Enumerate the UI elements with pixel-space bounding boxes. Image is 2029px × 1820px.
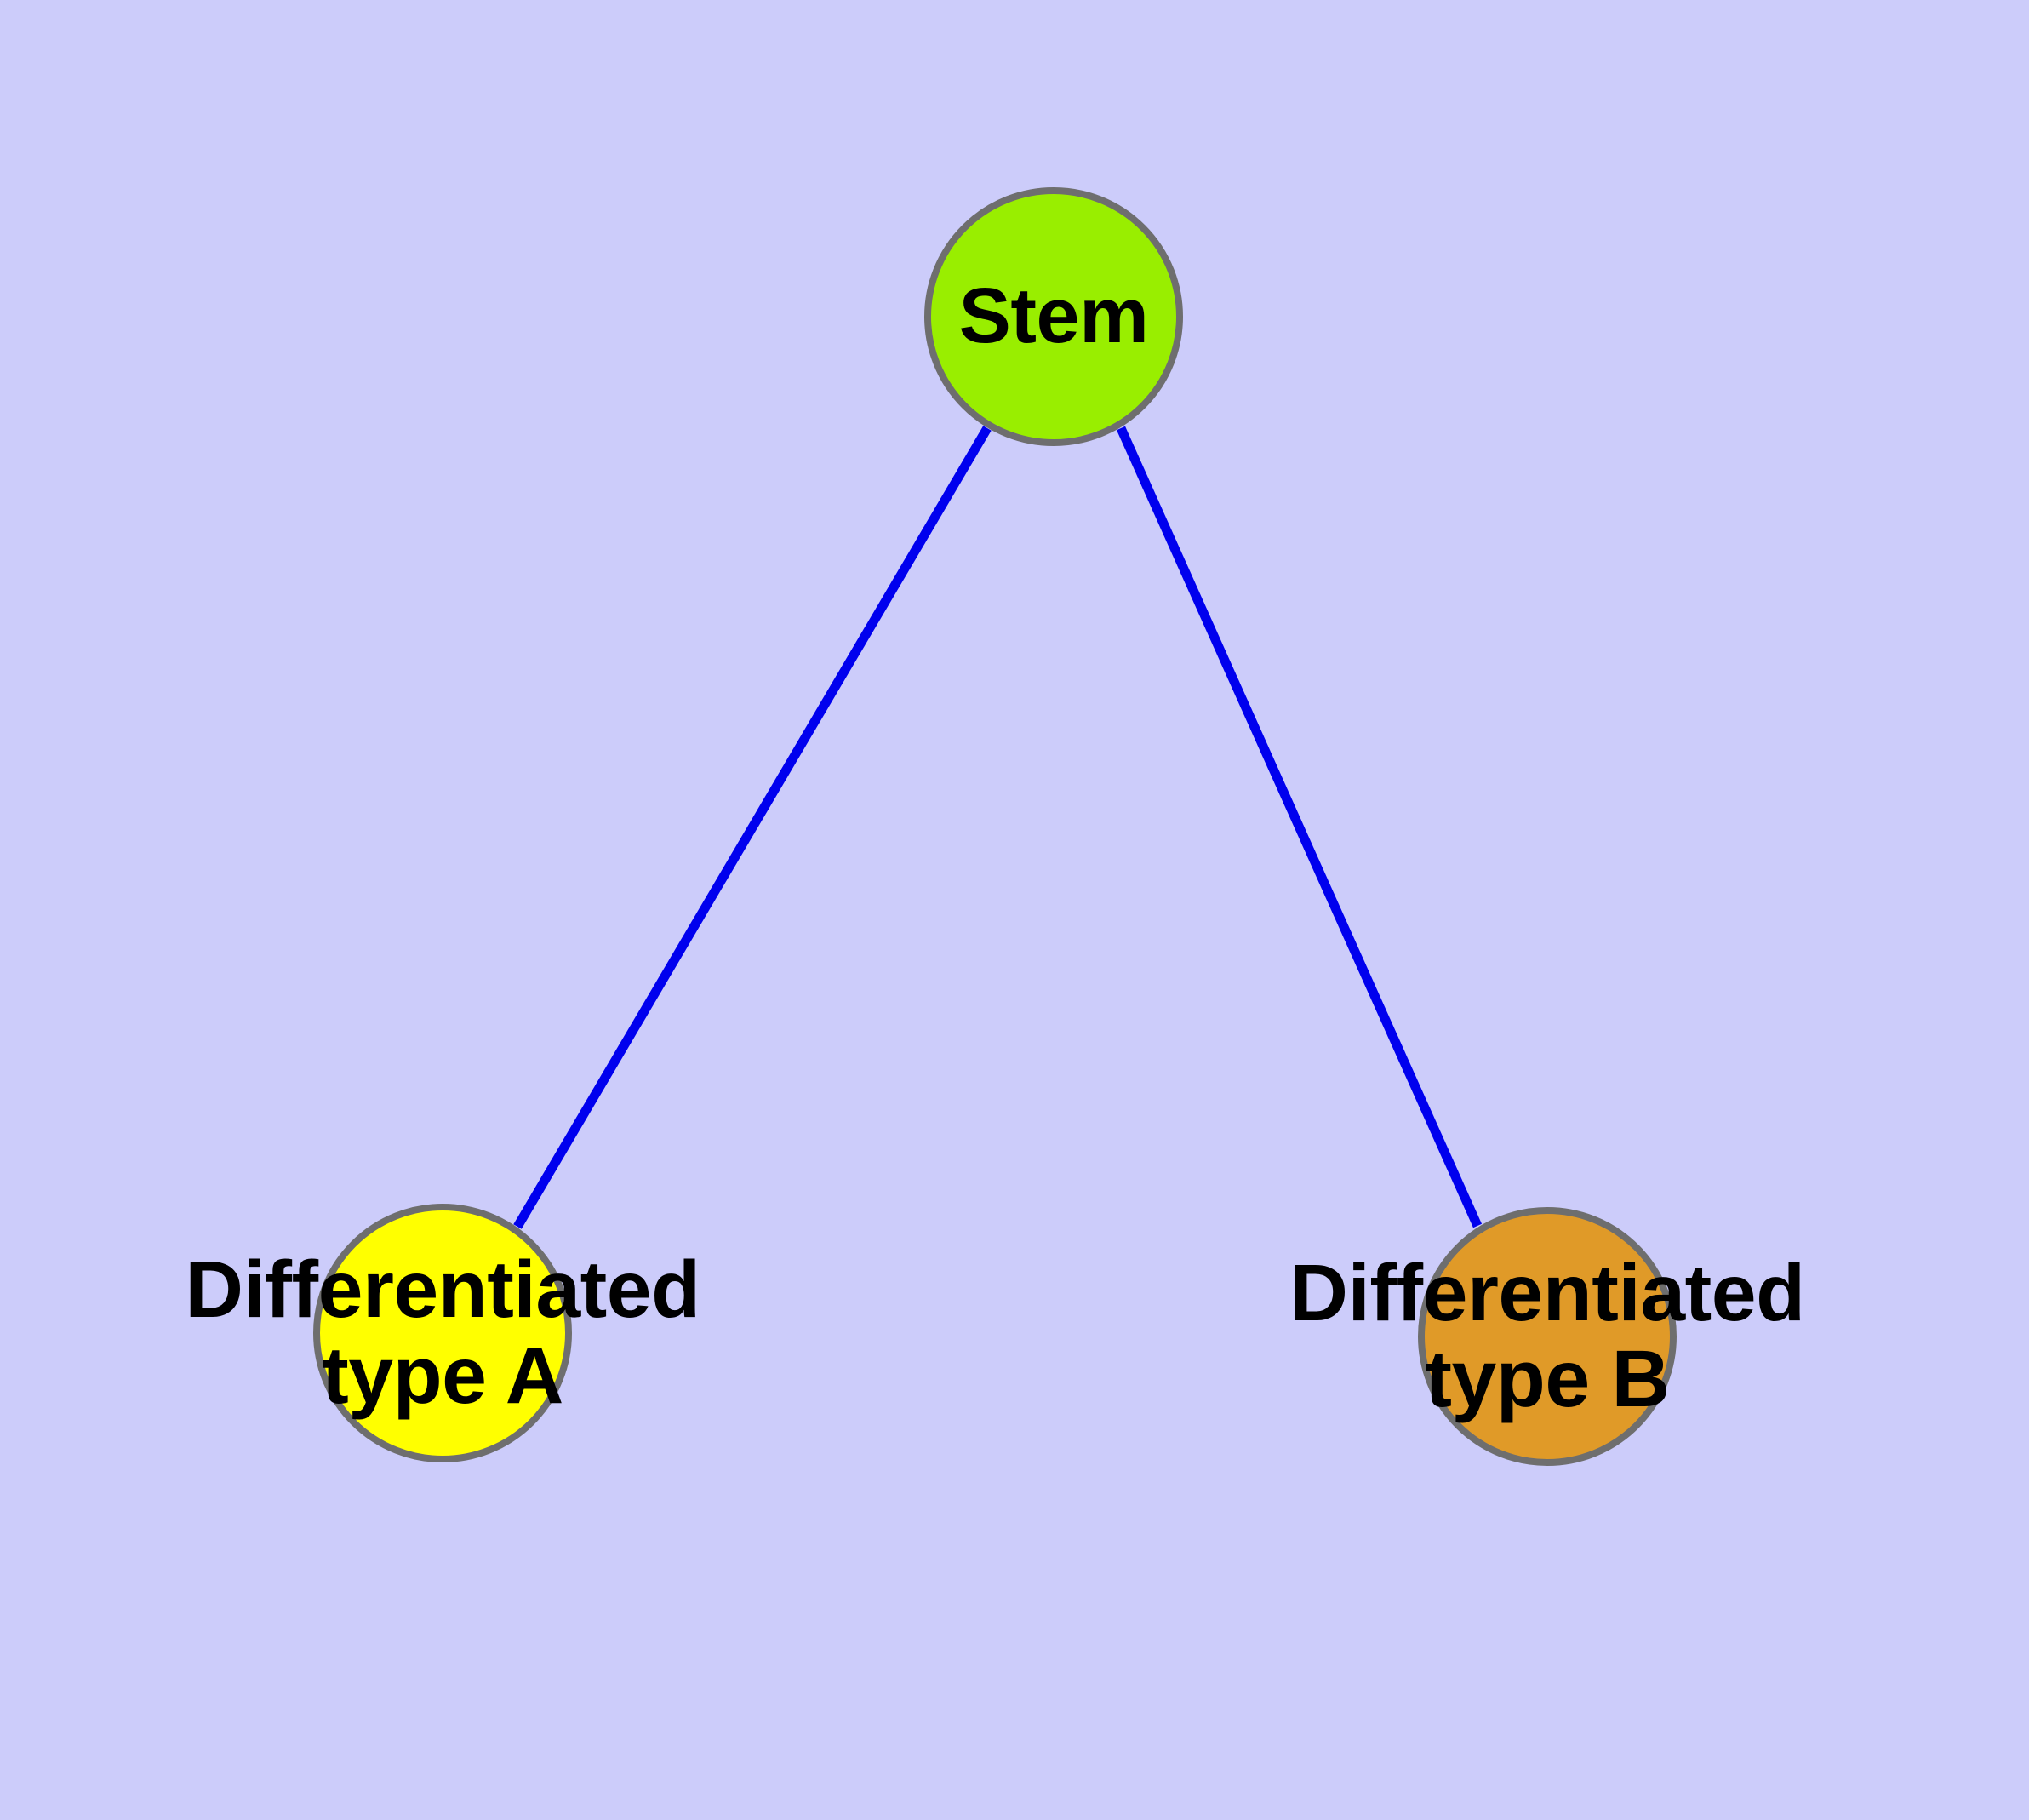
node-differentiated-type-a[interactable]: [313, 1204, 572, 1462]
node-differentiated-type-b[interactable]: [1418, 1207, 1677, 1466]
edge-stem-to-diff-b: [1116, 426, 1483, 1228]
edge-stem-to-diff-a: [513, 426, 992, 1229]
node-stem[interactable]: [924, 187, 1183, 446]
